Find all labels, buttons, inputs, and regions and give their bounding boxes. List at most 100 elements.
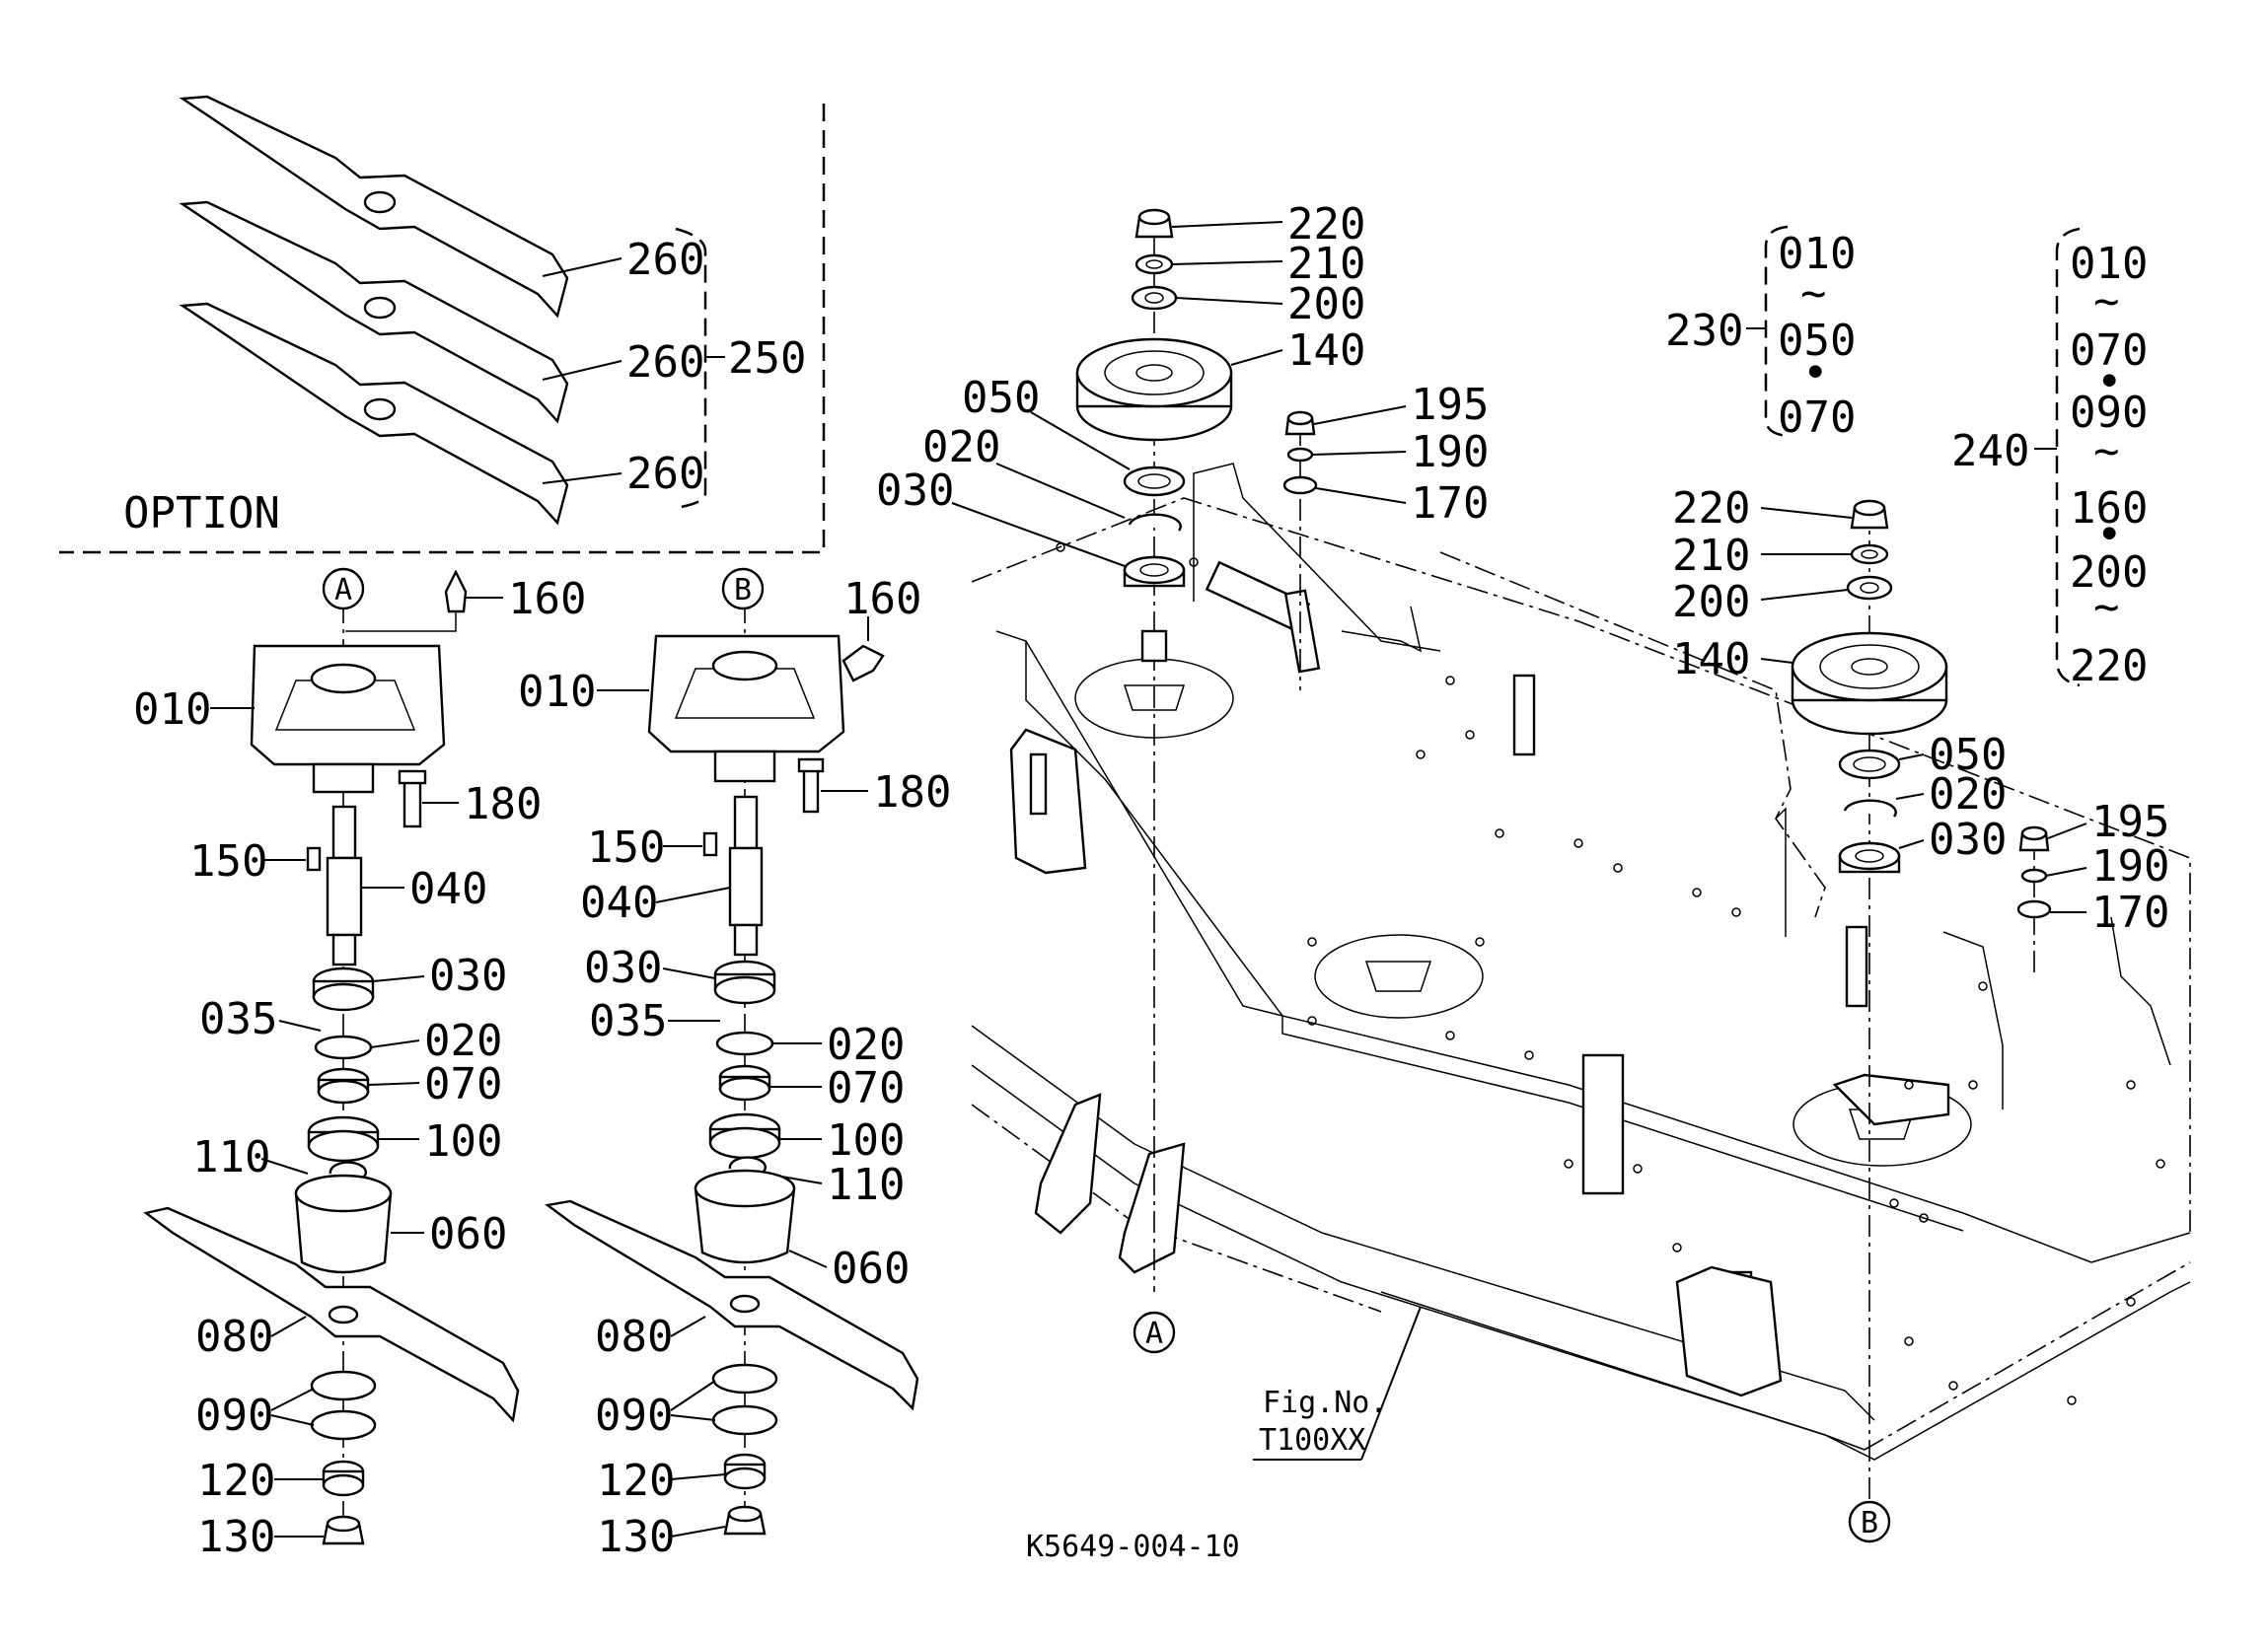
snap-ring-b: [715, 1031, 774, 1056]
grease-fitting-b: [841, 644, 885, 682]
option-dashed-border: [59, 104, 826, 554]
snap-ring-a: [314, 1035, 373, 1060]
pulley-a-bolt-plate-washer: [1282, 475, 1318, 495]
assembly-240: 240 010 ~ 070 • 090 ~ 160 • 200 ~ 220: [1951, 227, 2148, 691]
pulley-a-snap-ring: [1128, 513, 1182, 532]
callout-100-b: 100: [827, 1115, 905, 1166]
washer-upper-a: [310, 1370, 377, 1401]
marker-b-bottom: [1848, 1500, 1891, 1543]
marker-a-top-label: A: [334, 573, 352, 608]
deck-frame: [971, 463, 2191, 1461]
callout-035-b: 035: [589, 996, 667, 1046]
marker-a-bottom-label: A: [1145, 1317, 1163, 1351]
callout-080-a: 080: [195, 1312, 273, 1362]
callout-010-a: 010: [133, 684, 211, 735]
callout-140-b: 140: [1672, 634, 1750, 684]
callout-240: 240: [1951, 426, 2029, 476]
callout-260-b: 260: [626, 337, 704, 388]
assembly-230-item-5: 070: [1778, 393, 1856, 443]
callout-230: 230: [1665, 306, 1743, 356]
callout-170-b: 170: [2091, 888, 2169, 938]
callout-090-b: 090: [595, 1391, 673, 1441]
callout-130-b: 130: [597, 1512, 675, 1562]
callout-030-b: 030: [584, 943, 662, 993]
callout-020-pb: 020: [1929, 769, 2007, 820]
callout-090-a: 090: [195, 1391, 273, 1441]
callout-210-a: 210: [1287, 239, 1365, 289]
callout-150-b: 150: [587, 823, 665, 873]
callout-210-b: 210: [1672, 531, 1750, 581]
marker-b-top-label: B: [734, 573, 752, 608]
pulley-b-seal: [1838, 749, 1901, 780]
bracket-240: [2055, 227, 2081, 687]
bracket-250: [675, 227, 707, 510]
option-blade-2: [179, 200, 569, 424]
callout-020-a: 020: [424, 1016, 502, 1066]
pulley-a-lock-washer: [1134, 253, 1174, 275]
pulley-a: [1075, 337, 1233, 408]
callout-110-a: 110: [192, 1132, 270, 1182]
assembly-240-item-2: ~: [2093, 276, 2120, 326]
pulley-assembly-a: 220 210 200 140 050 020 030: [876, 199, 1489, 1354]
assembly-240-item-8: •: [2096, 510, 2123, 560]
callout-110-b: 110: [827, 1160, 905, 1210]
option-blade-3: [179, 302, 569, 526]
callout-060-a: 060: [429, 1209, 507, 1259]
assembly-240-item-10: ~: [2093, 582, 2120, 632]
grease-fitting-a: [444, 569, 468, 613]
callout-180-b: 180: [873, 767, 951, 818]
shaft-b: [733, 795, 759, 850]
figure-ref-line2: T100XX: [1259, 1423, 1365, 1458]
assembly-230-item-3: 050: [1778, 316, 1856, 366]
drawing-code: K5649-004-10: [1026, 1530, 1240, 1564]
assembly-240-item-5: 090: [2070, 388, 2148, 438]
key-a: [306, 846, 322, 872]
callout-195-a: 195: [1411, 380, 1489, 430]
marker-b-top: [721, 567, 765, 610]
callout-190-a: 190: [1411, 427, 1489, 477]
callout-160-b: 160: [843, 574, 921, 624]
callout-100-a: 100: [424, 1116, 502, 1167]
callout-050-a: 050: [962, 373, 1040, 423]
pulley-a-washer: [1131, 285, 1178, 311]
shaft-a: [331, 805, 357, 860]
figure-reference: Fig.No. T100XX: [1253, 1306, 1422, 1461]
marker-a-top: [322, 567, 365, 610]
assembly-240-item-6: ~: [2093, 426, 2120, 476]
pulley-b-bearing: [1838, 841, 1901, 871]
callout-020-pa: 020: [922, 422, 1000, 472]
bolt-b: [802, 765, 820, 814]
pulley-b-snap-ring: [1843, 799, 1897, 818]
callout-140-a: 140: [1287, 325, 1365, 376]
cup-a: [294, 1191, 393, 1274]
bracket-230: [1764, 225, 1789, 438]
callout-020-b: 020: [827, 1020, 905, 1070]
housing-a: [250, 644, 446, 766]
callout-200-b: 200: [1672, 577, 1750, 627]
cup-b: [694, 1186, 796, 1264]
callout-260-a: 260: [626, 235, 704, 285]
option-label: OPTION: [123, 488, 280, 538]
assembly-230-item-2: ~: [1800, 268, 1827, 319]
callout-195-b: 195: [2091, 797, 2169, 847]
figure-ref-line1: Fig.No.: [1263, 1386, 1387, 1420]
spindle-assembly-a: A 160 010 180 150 040 030: [133, 567, 586, 1562]
assembly-230: 230 010 ~ 050 • 070: [1665, 225, 1856, 443]
callout-120-b: 120: [597, 1456, 675, 1506]
spindle-assembly-b: B 160 010 180 150 040 030: [518, 567, 951, 1562]
callout-180-a: 180: [464, 779, 542, 829]
callout-160-a: 160: [508, 574, 586, 624]
pulley-a-bearing: [1123, 555, 1186, 585]
assembly-240-item-3: 070: [2070, 325, 2148, 376]
callout-220-b: 220: [1672, 483, 1750, 534]
assembly-230-item-1: 010: [1778, 229, 1856, 279]
assembly-240-item-4: •: [2096, 357, 2123, 407]
assembly-230-item-4: •: [1802, 348, 1829, 398]
callout-260-c: 260: [626, 449, 704, 499]
pulley-a-seal: [1123, 465, 1186, 497]
marker-a-bottom: [1133, 1311, 1176, 1354]
bolt-a: [402, 777, 422, 828]
assembly-240-item-7: 160: [2070, 483, 2148, 534]
callout-070-a: 070: [424, 1059, 502, 1109]
housing-b: [647, 634, 845, 753]
